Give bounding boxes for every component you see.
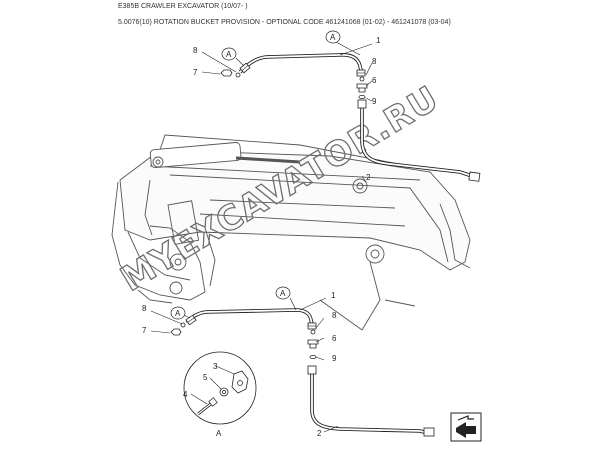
lower-callouts: A A 1 8 6 9 2 8 7: [142, 286, 337, 438]
callout-a-tag-lower: A: [280, 289, 286, 298]
callout-1-upper: 1: [376, 36, 381, 45]
upper-callouts: A A 1 8 6 9 2 8 7: [193, 30, 381, 182]
callout-8-left-upper: 8: [193, 46, 198, 55]
callout-2-lower: 2: [317, 429, 322, 438]
page-title: E385B CRAWLER EXCAVATOR (10/07- ): [118, 3, 248, 10]
detail-callout-4: 4: [183, 390, 188, 399]
callout-7-left-lower: 7: [142, 326, 147, 335]
detail-a-circle: [183, 351, 257, 425]
callout-2-upper: 2: [366, 173, 371, 182]
detail-callout-3: 3: [213, 362, 218, 371]
callout-9-lower: 9: [332, 354, 337, 363]
callout-7-left-upper: 7: [193, 68, 198, 77]
callout-8-upper: 8: [372, 57, 377, 66]
callout-a-left-upper: A: [226, 50, 232, 59]
callout-8-left-lower: 8: [142, 304, 147, 313]
callout-a-left-lower: A: [175, 309, 181, 318]
lower-hose-assembly: [150, 297, 435, 437]
detail-callout-5: 5: [203, 373, 208, 382]
callout-9-upper: 9: [372, 97, 377, 106]
callout-1-lower: 1: [331, 291, 336, 300]
callout-8-lower: 8: [332, 311, 337, 320]
callout-a-tag-upper: A: [330, 33, 336, 42]
next-page-arrow-icon[interactable]: [450, 412, 482, 442]
callout-6-upper: 6: [372, 76, 377, 85]
upper-hose-assembly: [201, 41, 481, 183]
callout-6-lower: 6: [332, 334, 337, 343]
excavator-arm-drawing: [111, 134, 471, 331]
page-subtitle: 5.0076(10) ROTATION BUCKET PROVISION - O…: [118, 19, 451, 26]
detail-label-a: A: [216, 429, 222, 438]
